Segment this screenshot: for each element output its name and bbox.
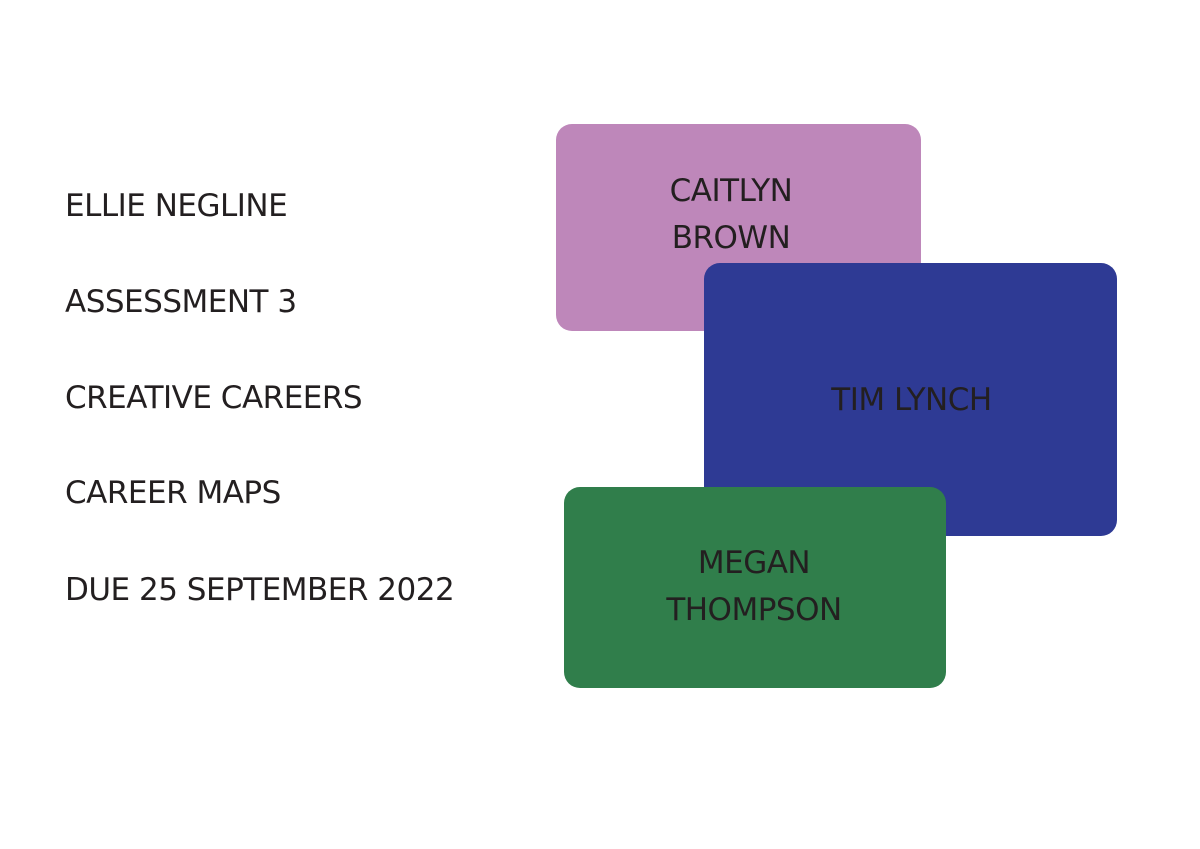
card-name-line2: THOMPSON bbox=[666, 592, 842, 628]
due-date: DUE 25 SEPTEMBER 2022 bbox=[65, 572, 455, 608]
project-title: CAREER MAPS bbox=[65, 475, 281, 511]
author-name: ELLIE NEGLINE bbox=[65, 188, 288, 224]
card-name-line1: MEGAN bbox=[697, 545, 811, 581]
assessment-title: ASSESSMENT 3 bbox=[65, 284, 297, 320]
card-name-line1: TIM LYNCH bbox=[831, 382, 992, 418]
card-name-line1: CAITLYN bbox=[669, 173, 793, 209]
course-title: CREATIVE CAREERS bbox=[65, 380, 363, 416]
card-megan-thompson: MEGAN THOMPSON bbox=[564, 487, 946, 688]
card-name-line2: BROWN bbox=[671, 220, 791, 256]
